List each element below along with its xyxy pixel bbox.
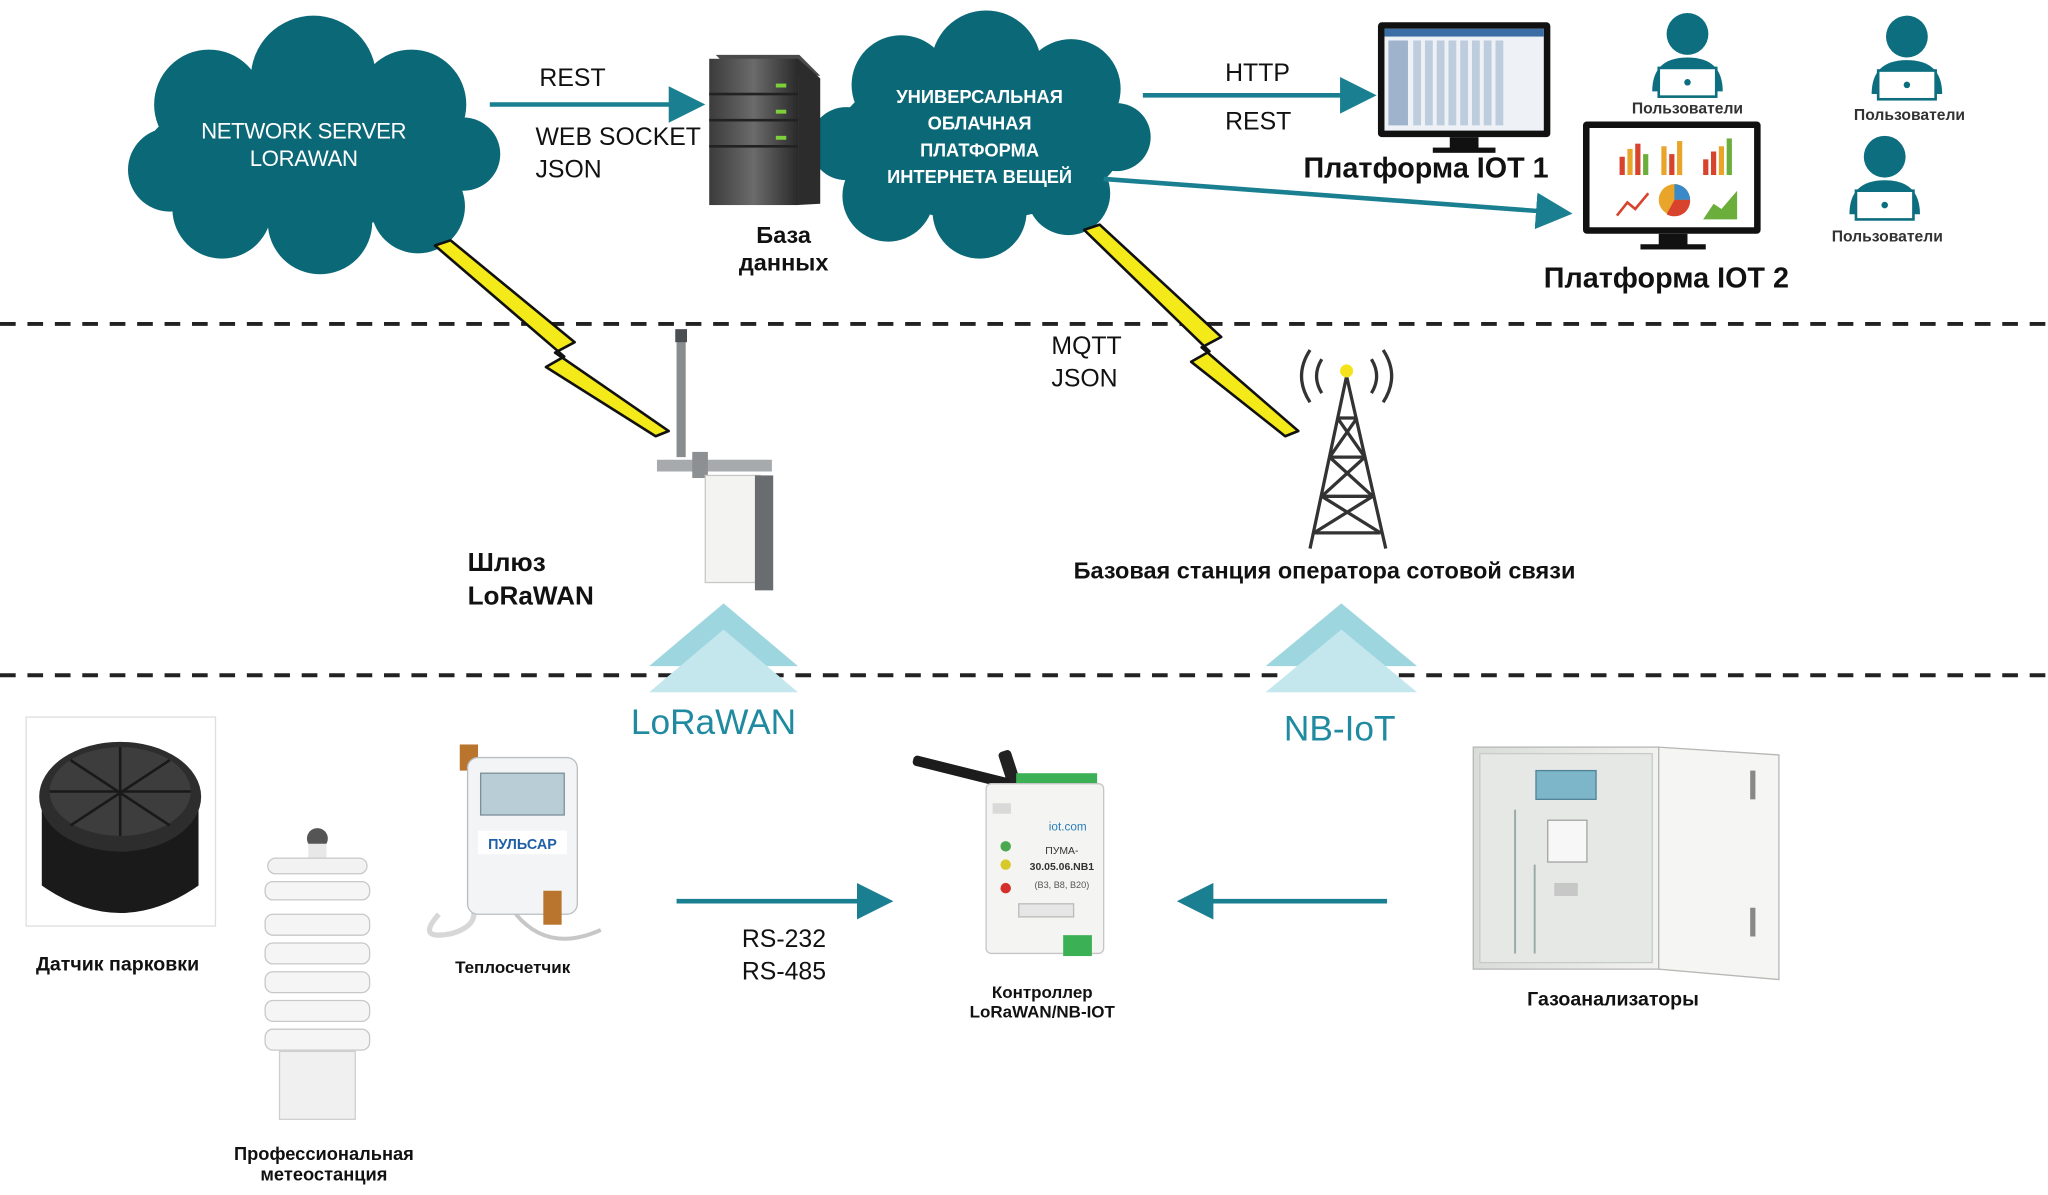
protocol-http: HTTP	[1225, 60, 1290, 88]
weather-station-icon	[264, 828, 371, 1120]
gas-analyzer-cabinet-icon	[1472, 746, 1780, 981]
heat-meter-brand-text: ПУЛЬСАР	[488, 837, 557, 853]
user-icon-3	[1849, 135, 1920, 221]
users-label-3: Пользователи	[1831, 227, 1943, 246]
heat-meter-label: Теплосчетчик	[455, 957, 571, 977]
nbiot-uplink-arrow	[1265, 603, 1418, 693]
iot-platform-1-label: Платформа IOT 1	[1303, 151, 1549, 185]
protocol-mqtt-json: JSON	[1051, 365, 1118, 394]
arrow-platform-to-iot2	[1103, 176, 1573, 230]
controller-brand-text: iot.com	[1049, 821, 1087, 834]
gateway-label: Шлюз LoRaWAN	[467, 548, 594, 612]
tech-lorawan-label: LoRaWAN	[630, 702, 797, 742]
cell-tower-icon	[1299, 349, 1394, 549]
database-server-icon	[709, 54, 821, 206]
database-label: База данных	[738, 222, 829, 276]
base-station-label: Базовая станция оператора сотовой связи	[1073, 557, 1576, 584]
gas-analyzer-label: Газоанализаторы	[1527, 988, 1699, 1011]
weather-station-label: Профессиональная метеостанция	[233, 1142, 414, 1185]
user-icon-1	[1652, 13, 1723, 98]
controller-model-line2-text: 30.05.06.NB1	[1030, 862, 1095, 873]
heat-meter-icon: ПУЛЬСАР	[426, 744, 602, 941]
iot-platform-cloud	[809, 10, 1151, 259]
serial-rs485: RS-485	[741, 958, 827, 987]
protocol-mqtt: MQTT	[1051, 333, 1122, 361]
controller-icon: iot.com ПУМА- 30.05.06.NB1 (B3, B8, B20)	[912, 750, 1105, 957]
lightning-bolt-lorawan	[433, 239, 671, 438]
monitor-iot1-icon	[1377, 22, 1551, 153]
lorawan-uplink-arrow	[649, 603, 799, 693]
protocol-websocket: WEB SOCKET	[535, 124, 701, 152]
lorawan-gateway-icon	[656, 329, 774, 591]
monitor-iot2-icon	[1582, 121, 1761, 250]
users-label-2: Пользователи	[1853, 105, 1966, 125]
platform-label: УНИВЕРСАЛЬНАЯ ОБЛАЧНАЯ ПЛАТФОРМА ИНТЕРНЕ…	[887, 86, 1073, 187]
tech-nbiot-label: NB-IoT	[1283, 709, 1396, 749]
users-label-1: Пользователи	[1631, 99, 1744, 118]
controller-model-line1-text: ПУМА-	[1045, 846, 1079, 857]
serial-rs232: RS-232	[741, 926, 827, 954]
parking-sensor-icon	[25, 716, 217, 927]
protocol-json: JSON	[535, 156, 602, 185]
lightning-bolt-mqtt	[1082, 223, 1300, 438]
parking-sensor-label: Датчик парковки	[35, 953, 200, 976]
controller-label: Контроллер LoRaWAN/NB-IOT	[969, 982, 1115, 1022]
network-server-cloud	[127, 15, 501, 275]
network-server-label: NETWORK SERVER LORAWAN	[201, 118, 407, 172]
protocol-rest: REST	[539, 65, 606, 93]
user-icon-2	[1871, 15, 1943, 101]
controller-bands-text: (B3, B8, B20)	[1034, 880, 1089, 890]
iot-platform-2-label: Платформа IOT 2	[1543, 261, 1789, 294]
protocol-rest-2: REST	[1225, 108, 1292, 136]
